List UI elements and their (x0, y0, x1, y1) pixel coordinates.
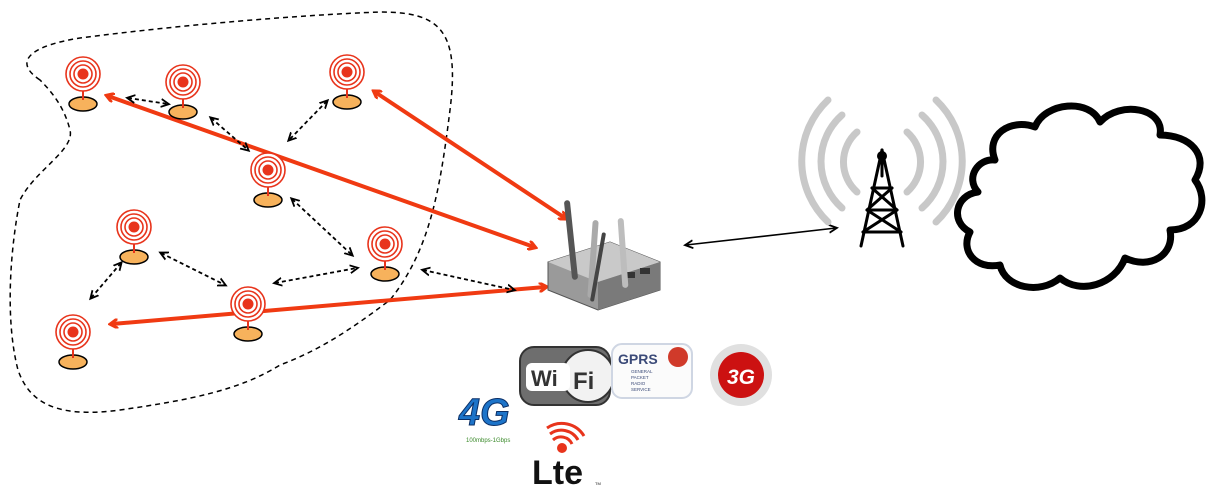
gprs-logo-icon: GPRS GENERAL PACKET RADIO SERVICE (611, 343, 693, 399)
red-link (112, 287, 545, 324)
mesh-link (91, 263, 121, 298)
3g-label: 3G (727, 366, 755, 389)
wifi-logo-wi: Wi (531, 366, 558, 391)
mesh-link (275, 268, 357, 283)
gprs-sub-1: GENERAL (631, 369, 653, 374)
cell-tower-icon (798, 96, 966, 248)
sensor-node-icon (165, 64, 201, 120)
sensor-node-icon (230, 286, 266, 342)
wifi-logo-fi: Fi (573, 368, 594, 395)
sensor-node-icon (250, 152, 286, 208)
wifi-logo-icon: Wi Fi (519, 346, 615, 406)
sensor-node-icon (329, 54, 365, 110)
mesh-link (423, 270, 514, 290)
sensor-node-icon (55, 314, 91, 370)
cloud-icon (954, 102, 1206, 291)
lte-label: Lte (532, 454, 583, 489)
mesh-link (289, 101, 327, 140)
mesh-link (292, 199, 352, 255)
red-link (108, 96, 534, 247)
gprs-sub-4: SERVICE (631, 387, 651, 392)
gprs-sub-3: RADIO (631, 381, 646, 386)
network-boundary (9, 11, 454, 413)
4g-speed: 100mbps-1Gbps (466, 438, 510, 444)
red-link (375, 92, 565, 218)
sensor-node-icon (65, 56, 101, 112)
sensor-node-icon (367, 226, 403, 282)
sensor-nodes (55, 54, 403, 370)
uplink-arrow (686, 228, 836, 245)
sensor-node-icon (116, 209, 152, 265)
4g-logo-icon: 4G 100mbps-1Gbps (458, 392, 511, 445)
gprs-sub-2: PACKET (631, 375, 649, 380)
mesh-link (211, 118, 248, 150)
mesh-link (161, 253, 225, 285)
mesh-links (91, 98, 514, 298)
4g-label: 4G (458, 392, 510, 434)
red-links (108, 92, 565, 324)
gateway-router-icon (547, 200, 661, 311)
lte-tm: TM (595, 481, 601, 486)
3g-logo-icon: 3G (710, 344, 772, 406)
lte-logo-icon: Lte TM (532, 421, 601, 489)
gprs-label: GPRS (618, 351, 658, 367)
